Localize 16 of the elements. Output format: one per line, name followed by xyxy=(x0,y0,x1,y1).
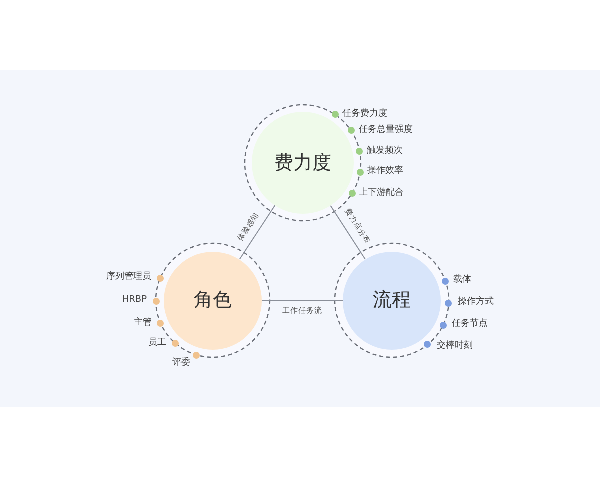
connector-line xyxy=(262,300,344,301)
item-label: 任务费力度 xyxy=(342,110,388,120)
item-label: 操作效率 xyxy=(367,167,404,177)
item-label: 操作方式 xyxy=(458,298,494,308)
item-label: 任务总量强度 xyxy=(359,126,414,136)
item-label: 任务节点 xyxy=(452,320,488,330)
connector-line xyxy=(239,205,276,260)
item-label: 序列管理员 xyxy=(106,273,152,284)
item-label: 触发频次 xyxy=(366,146,403,157)
item-label: 员工 xyxy=(148,338,167,348)
item-label: 载体 xyxy=(454,276,472,286)
item-label: 评委 xyxy=(172,359,190,369)
connector-line xyxy=(330,205,366,260)
item-label: 主管 xyxy=(134,318,152,329)
item-label: 上下游配合 xyxy=(359,188,404,199)
item-label: HRBP xyxy=(122,296,147,306)
